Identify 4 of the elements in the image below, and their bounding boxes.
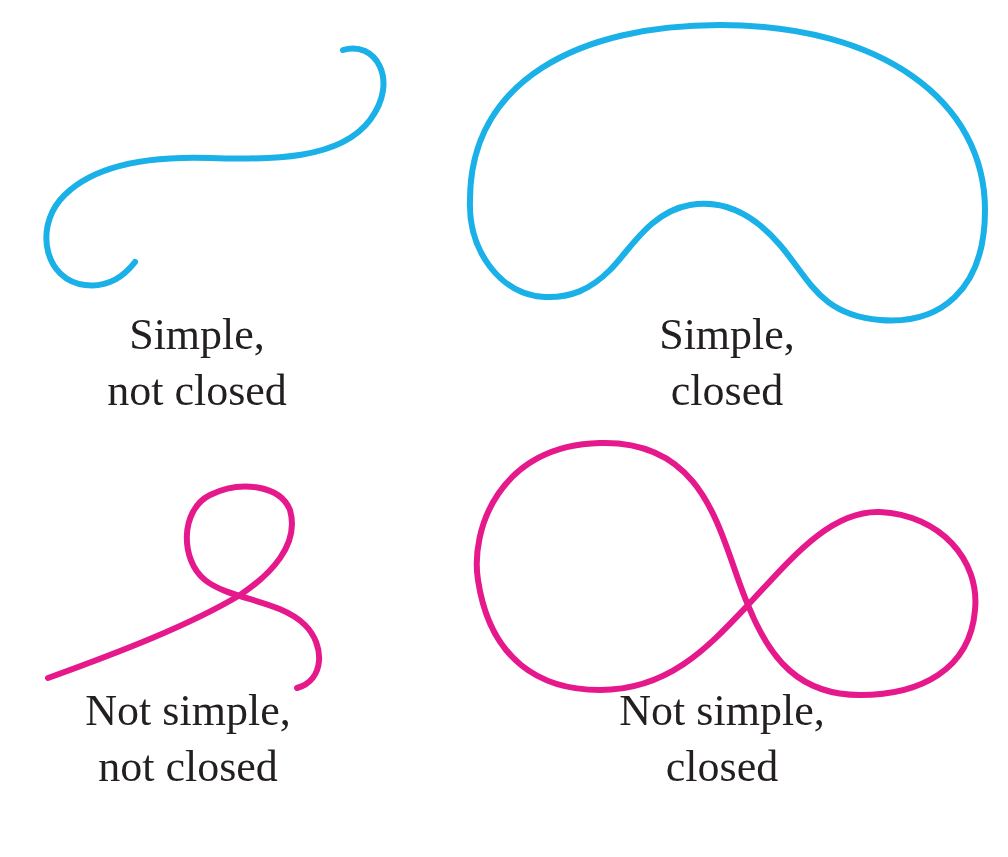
curve-caption: Not simple, closed: [618, 685, 826, 793]
curve-caption: Simple, not closed: [106, 309, 288, 417]
curve-caption: Not simple, not closed: [84, 685, 292, 793]
curve-caption: Simple, closed: [658, 309, 796, 417]
